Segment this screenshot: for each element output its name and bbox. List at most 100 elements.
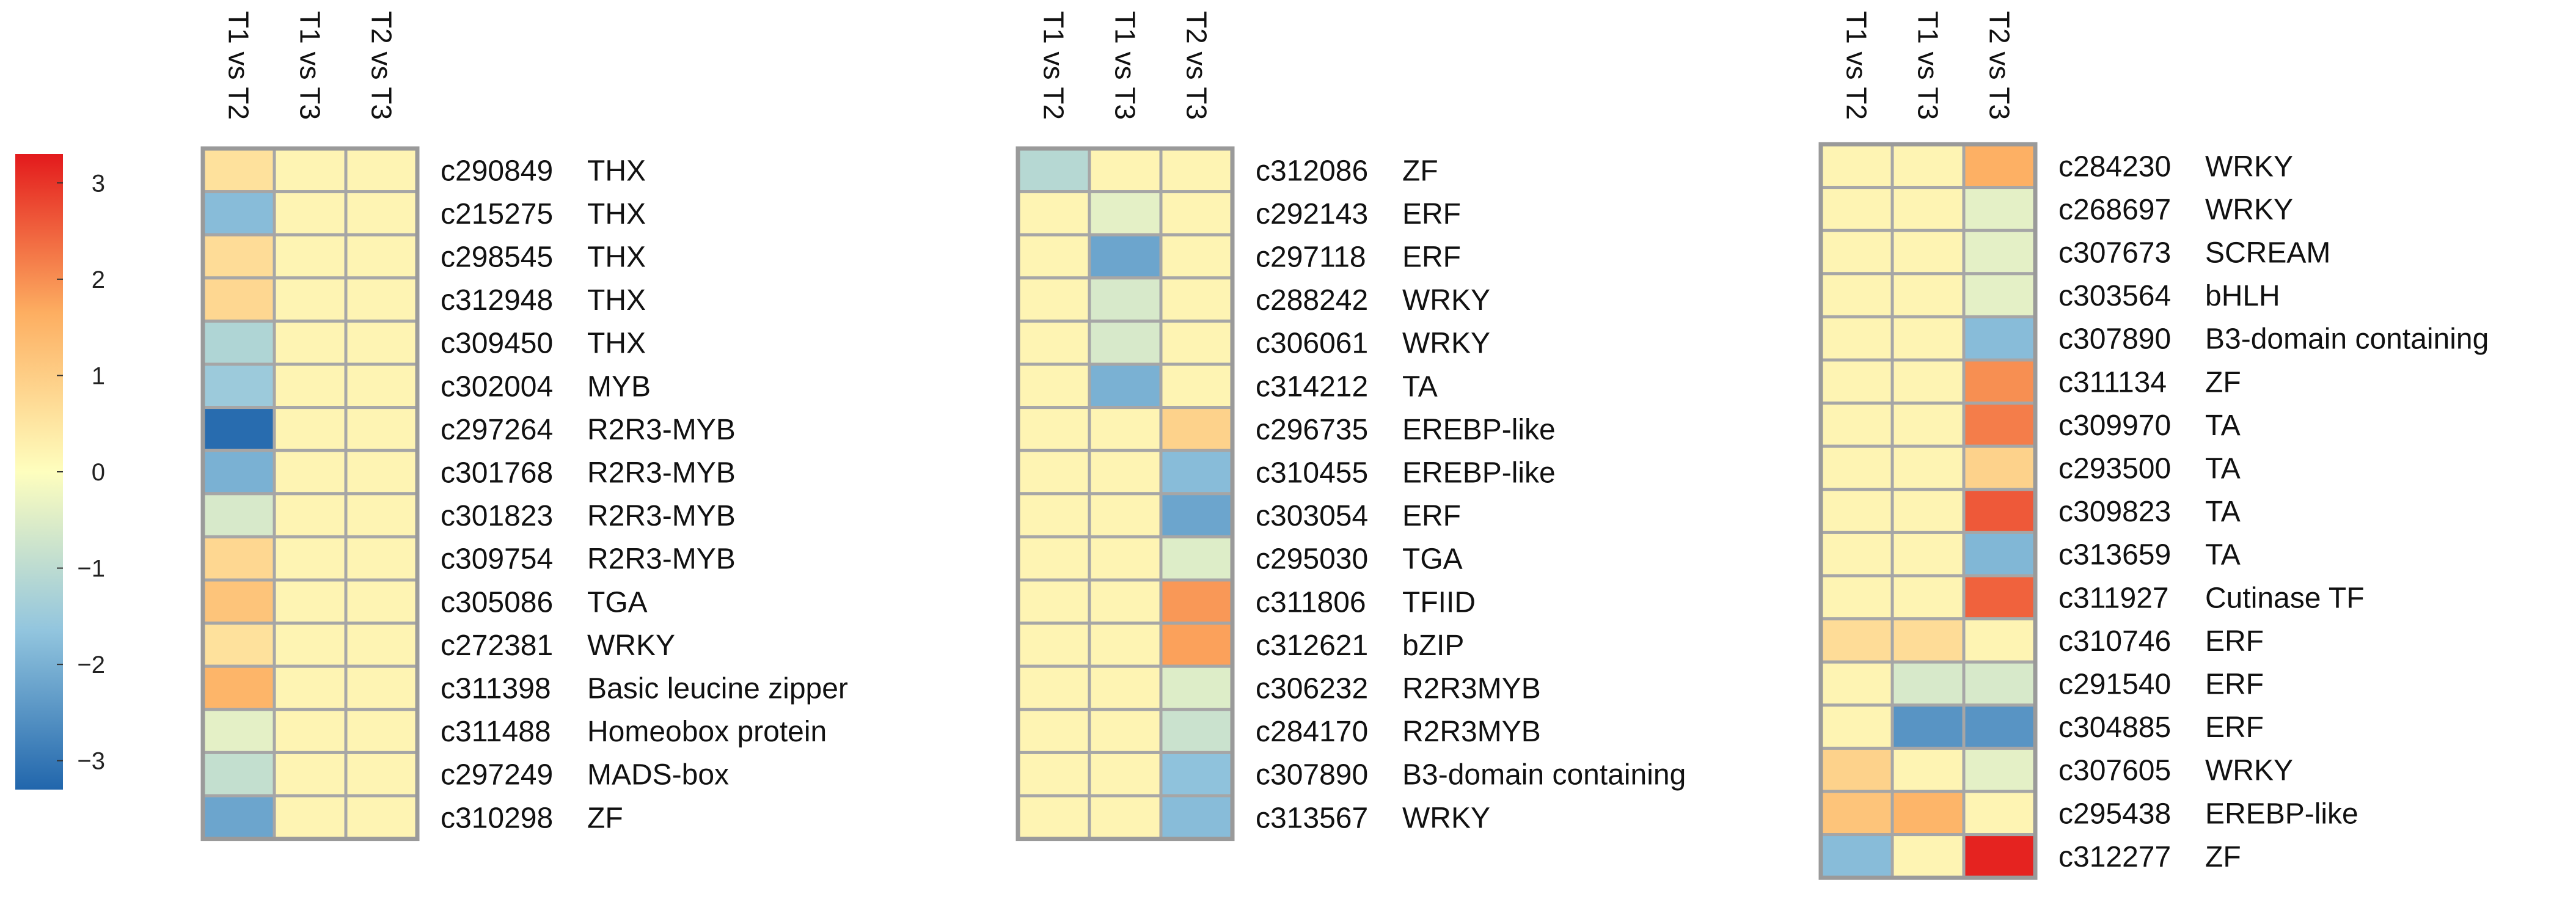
heatmap-cell: [1890, 272, 1966, 318]
heatmap-cell: [1819, 703, 1894, 750]
row-gene-id: c284170: [1256, 716, 1368, 748]
heatmap-cell: [273, 578, 348, 625]
heatmap-cell: [1088, 750, 1163, 798]
heatmap-cell: [201, 535, 276, 582]
heatmap-cell: [273, 190, 348, 237]
heatmap-cell: [1890, 660, 1966, 707]
row-gene-id: c291540: [2058, 669, 2171, 701]
heatmap-cell: [1962, 833, 2037, 879]
column-header: T1 vs T2: [223, 11, 255, 120]
row-gene-id: c309823: [2058, 496, 2171, 528]
row-gene-name: TGA: [1402, 543, 1463, 576]
heatmap-cell: [273, 664, 348, 711]
heatmap-cell: [1016, 535, 1091, 582]
row-gene-id: c298545: [441, 241, 553, 274]
heatmap-cell: [1159, 190, 1234, 237]
heatmap-cell: [201, 319, 276, 366]
row-gene-name: THX: [587, 241, 646, 274]
row-gene-name: TA: [1402, 370, 1438, 403]
row-gene-name: WRKY: [1402, 802, 1490, 834]
row-gene-id: c303054: [1256, 500, 1368, 532]
heatmap-cell: [1962, 272, 2037, 318]
heatmap-cell: [1962, 746, 2037, 793]
row-gene-name: B3-domain containing: [1402, 759, 1686, 791]
colorbar-gradient: [15, 154, 63, 790]
row-gene-id: c306232: [1256, 673, 1368, 705]
row-gene-id: c302004: [441, 370, 553, 403]
row-gene-name: TA: [2205, 539, 2241, 571]
heatmap-cell: [1159, 276, 1234, 323]
row-gene-name: EREBP-like: [2205, 798, 2358, 830]
row-gene-id: c307890: [1256, 759, 1368, 791]
heatmap-cell: [1088, 535, 1163, 582]
heatmap-cell: [273, 449, 348, 496]
row-gene-id: c311398: [441, 673, 551, 705]
heatmap-cell: [1819, 142, 1894, 189]
row-gene-id: c309450: [441, 328, 553, 360]
heatmap-cell: [344, 406, 419, 452]
row-gene-name: SCREAM: [2205, 237, 2330, 270]
heatmap-cell: [1962, 402, 2037, 448]
heatmap-cell: [273, 147, 348, 194]
row-gene-name: ERF: [1402, 198, 1461, 230]
row-gene-id: c297249: [441, 759, 553, 791]
heatmap-cell: [344, 362, 419, 409]
row-gene-id: c305086: [441, 586, 553, 618]
heatmap-cell: [201, 664, 276, 711]
heatmap-cell: [1962, 142, 2037, 189]
heatmap-cell: [273, 276, 348, 323]
row-gene-name: Cutinase TF: [2205, 582, 2365, 614]
row-gene-name: WRKY: [1402, 284, 1490, 317]
heatmap-cell: [1016, 664, 1091, 711]
row-gene-name: ERF: [2205, 711, 2264, 744]
row-gene-id: c313659: [2058, 539, 2171, 571]
heatmap-cell: [1016, 276, 1091, 323]
heatmap-cell: [1890, 574, 1966, 621]
heatmap-cell: [1819, 746, 1894, 793]
row-gene-name: ERF: [2205, 625, 2264, 658]
column-header: T2 vs T3: [366, 11, 398, 120]
heatmap-cell: [201, 794, 276, 841]
heatmap-cell: [1819, 617, 1894, 664]
row-gene-id: c312277: [2058, 841, 2171, 873]
heatmap-cell: [1819, 790, 1894, 837]
heatmap-cell: [1819, 833, 1894, 879]
row-gene-name: THX: [587, 284, 646, 317]
row-gene-name: WRKY: [2205, 755, 2293, 787]
heatmap-cell: [1890, 746, 1966, 793]
row-gene-name: TGA: [587, 586, 648, 618]
heatmap-cell: [201, 708, 276, 754]
row-gene-id: c307890: [2058, 323, 2171, 356]
row-gene-id: c303564: [2058, 280, 2171, 312]
heatmap-cell: [1088, 794, 1163, 841]
row-gene-name: bZIP: [1402, 629, 1464, 662]
heatmap-cell: [273, 406, 348, 452]
row-gene-id: c215275: [441, 198, 553, 230]
heatmap-cell: [344, 492, 419, 538]
row-gene-id: c284230: [2058, 150, 2171, 183]
row-gene-id: c310746: [2058, 625, 2171, 658]
row-gene-id: c295438: [2058, 798, 2171, 830]
row-gene-name: WRKY: [587, 629, 675, 662]
row-gene-id: c309970: [2058, 409, 2171, 442]
heatmap-cell: [201, 276, 276, 323]
heatmap-cell: [344, 190, 419, 237]
row-gene-name: R2R3MYB: [1402, 716, 1541, 748]
heatmap-cell: [1016, 319, 1091, 366]
heatmap-cell: [1088, 276, 1163, 323]
heatmap-cell: [1962, 358, 2037, 405]
heatmap-cell: [1962, 315, 2037, 362]
heatmap-cell: [1088, 664, 1163, 711]
heatmap-cell: [1819, 530, 1894, 578]
row-gene-id: c297118: [1256, 241, 1366, 274]
heatmap-cell: [1962, 229, 2037, 276]
heatmap-cell: [201, 233, 276, 280]
row-gene-id: c312948: [441, 284, 553, 317]
row-gene-id: c311806: [1256, 586, 1366, 618]
heatmap-cell: [1962, 444, 2037, 491]
heatmap-cell: [1819, 315, 1894, 362]
row-gene-id: c290849: [441, 155, 553, 187]
row-gene-id: c304885: [2058, 711, 2171, 744]
row-gene-id: c309754: [441, 543, 553, 576]
heatmap-cell: [1890, 186, 1966, 232]
